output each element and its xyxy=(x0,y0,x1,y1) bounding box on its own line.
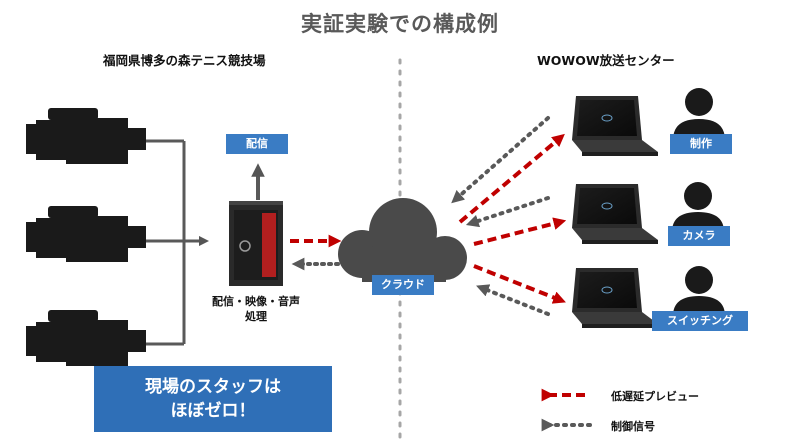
legend-control-label: 制御信号 xyxy=(611,420,655,433)
video-camera-icon xyxy=(26,310,146,366)
server-caption: 配信・映像・音声 処理 xyxy=(196,294,316,324)
staff-callout: 現場のスタッフは ほぼゼロ！ xyxy=(94,366,332,432)
cloud-label: クラウド xyxy=(372,275,434,295)
preview-arrow-laptop1 xyxy=(458,133,565,224)
server-caption-line1: 配信・映像・音声 xyxy=(212,295,300,308)
server-caption-line2: 処理 xyxy=(245,310,267,323)
person-icon xyxy=(673,88,725,140)
staff-callout-line1: 現場のスタッフは xyxy=(145,377,281,397)
staff-callout-line2: ほぼゼロ！ xyxy=(170,401,256,421)
diagram-title: 実証実験での構成例 xyxy=(301,12,499,36)
production-label: 制作 xyxy=(670,134,732,154)
left-section-title: 福岡県博多の森テニス競技場 xyxy=(103,53,266,68)
camera-connector xyxy=(146,139,210,346)
preview-arrow-laptop3 xyxy=(473,264,566,304)
switching-label: スイッチング xyxy=(652,311,748,331)
server-icon xyxy=(229,201,283,286)
video-camera-icon xyxy=(26,206,146,262)
control-arrow-laptop1 xyxy=(451,116,550,204)
video-camera-icon xyxy=(26,108,146,164)
laptop-icon xyxy=(572,268,658,328)
person-icon xyxy=(672,182,724,232)
camera-label: カメラ xyxy=(668,226,730,246)
control-arrow-laptop2 xyxy=(465,196,550,228)
legend-preview-label: 低遅延プレビュー xyxy=(611,390,699,403)
distribution-label: 配信 xyxy=(226,134,288,154)
preview-arrow-laptop2 xyxy=(473,217,567,246)
person-icon xyxy=(673,266,725,316)
cloud-icon xyxy=(338,198,467,282)
laptop-icon xyxy=(572,184,658,244)
right-section-title: WOWOW放送センター xyxy=(537,53,675,68)
control-arrow-laptop3 xyxy=(476,284,550,316)
laptop-icon xyxy=(572,96,658,156)
